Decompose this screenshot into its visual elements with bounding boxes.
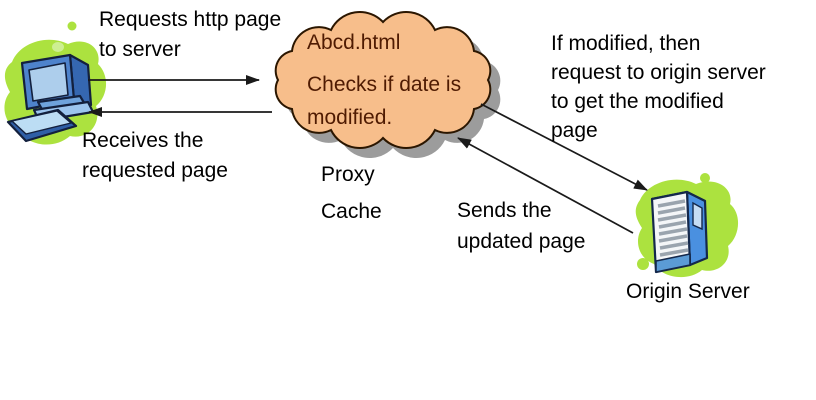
label-proxy-cache: Proxy Cache: [321, 163, 382, 223]
client-monitor: [20, 53, 95, 123]
label-cloud-check: Checks if date is modified.: [307, 73, 462, 129]
origin-server-icon: [635, 173, 739, 278]
client-blob-highlight: [52, 42, 64, 52]
arrow-proxy-to-origin: [480, 103, 648, 191]
label-origin-server: Origin Server: [626, 280, 750, 303]
client-blob-dot: [67, 21, 77, 31]
client-computer-icon: [4, 21, 107, 145]
label-cloud-filename: Abcd.html: [307, 31, 401, 54]
server-side-door: [692, 201, 703, 231]
label-receives-page: Receives the requested page: [82, 129, 228, 182]
server-rack-slots: [657, 199, 689, 257]
arrow-origin-to-proxy: [457, 137, 634, 234]
arrows: [88, 75, 648, 234]
server-blob-dot-bottom: [637, 258, 649, 270]
cloud-body: [274, 11, 492, 149]
label-sends-updated: Sends the updated page: [457, 199, 586, 253]
proxy-cloud-shape: [274, 11, 501, 158]
client-keyboard: [6, 108, 78, 143]
label-if-modified: If modified, then request to origin serv…: [551, 32, 766, 142]
label-request-http: Requests http page to server: [99, 8, 282, 61]
server-blob-dot-top: [700, 173, 710, 183]
